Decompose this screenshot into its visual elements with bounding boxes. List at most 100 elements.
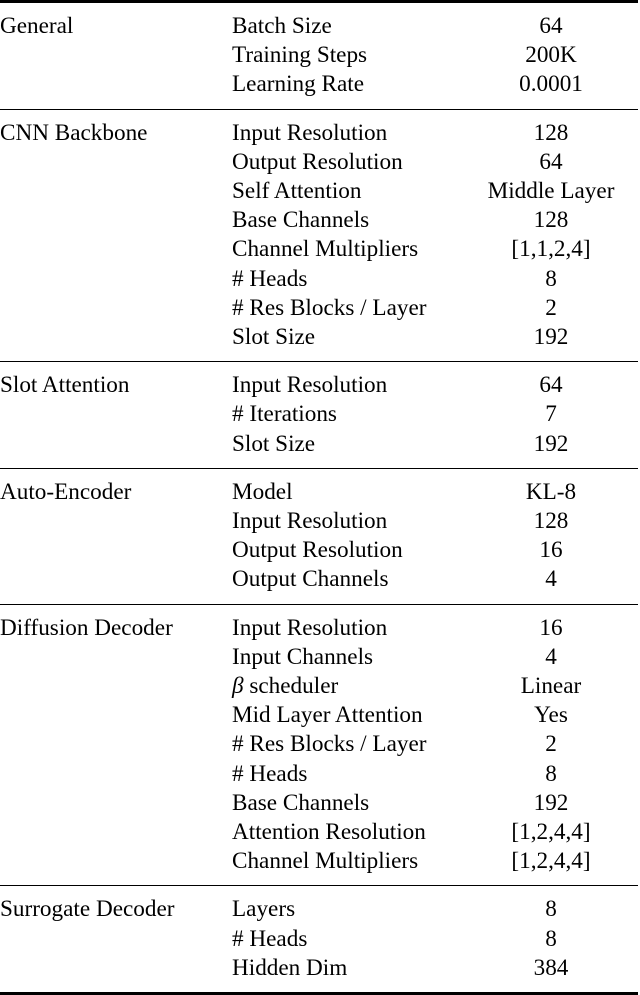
section-label-spacer [0,206,232,235]
section-label-spacer [0,565,232,594]
parameter-label: Output Resolution [232,536,464,565]
parameter-value: 384 [464,954,638,983]
parameter-value: 200K [464,41,638,70]
section-label-general: General [0,12,232,41]
parameter-value: 192 [464,430,638,459]
section-label-auto-encoder: Auto-Encoder [0,478,232,507]
parameter-value: 16 [464,614,638,643]
section-label-diffusion-decoder: Diffusion Decoder [0,614,232,643]
section-label-spacer [0,235,232,264]
parameter-value: Linear [464,672,638,701]
parameter-label: Channel Multipliers [232,847,464,876]
parameter-label: Base Channels [232,206,464,235]
parameter-label: Self Attention [232,177,464,206]
section-label-slot-attention: Slot Attention [0,371,232,400]
parameter-value: 4 [464,565,638,594]
section-label-spacer [0,148,232,177]
parameter-value: 64 [464,148,638,177]
parameter-value: 192 [464,789,638,818]
section-label-spacer [0,789,232,818]
parameter-value: [1,2,4,4] [464,847,638,876]
rule-spacer [0,595,638,605]
parameter-label: Model [232,478,464,507]
parameter-label: # Res Blocks / Layer [232,730,464,759]
parameter-value: 4 [464,643,638,672]
parameter-value: 64 [464,371,638,400]
beta-symbol: β [232,673,244,699]
parameter-label: # Res Blocks / Layer [232,294,464,323]
rule-spacer [0,605,638,614]
rule-spacer [0,459,638,469]
rule-spacer [0,362,638,371]
parameter-value: 7 [464,400,638,429]
parameter-label: Input Resolution [232,614,464,643]
parameter-value: 8 [464,265,638,294]
parameter-label: # Iterations [232,400,464,429]
rule-spacer [0,100,638,110]
parameter-label: Mid Layer Attention [232,701,464,730]
section-label-surrogate-decoder: Surrogate Decoder [0,895,232,924]
parameter-value: 8 [464,925,638,954]
section-label-spacer [0,760,232,789]
section-label-spacer [0,672,232,701]
parameter-value: [1,1,2,4] [464,235,638,264]
parameter-label: β scheduler [232,672,464,701]
section-label-spacer [0,954,232,983]
rule-spacer [0,110,638,119]
parameter-label: Batch Size [232,12,464,41]
parameter-value: 16 [464,536,638,565]
parameter-value: 2 [464,730,638,759]
section-label-spacer [0,847,232,876]
parameter-value: 0.0001 [464,70,638,99]
parameter-label: Slot Size [232,323,464,352]
parameter-value: 128 [464,119,638,148]
section-label-spacer [0,294,232,323]
section-label-spacer [0,643,232,672]
rule-spacer [0,469,638,478]
parameter-value: KL-8 [464,478,638,507]
parameter-value: 64 [464,12,638,41]
table-row: Channel Multipliers[1,2,4,4] [0,847,638,876]
parameter-value: 128 [464,507,638,536]
parameter-label: # Heads [232,925,464,954]
table-row: Channel Multipliers[1,1,2,4] [0,235,638,264]
parameter-label: Input Resolution [232,371,464,400]
parameter-value: Middle Layer [464,177,638,206]
parameter-label: Channel Multipliers [232,235,464,264]
rule-spacer [0,876,638,886]
parameter-value: 8 [464,760,638,789]
parameter-label: Base Channels [232,789,464,818]
parameter-value: 192 [464,323,638,352]
parameter-value: Yes [464,701,638,730]
parameter-label: Output Resolution [232,148,464,177]
parameter-label: Output Channels [232,565,464,594]
section-label-spacer [0,818,232,847]
rule-spacer [0,3,638,12]
parameter-label: Training Steps [232,41,464,70]
parameter-value: 8 [464,895,638,924]
parameter-label: Layers [232,895,464,924]
section-label-spacer [0,925,232,954]
parameter-value: [1,2,4,4] [464,818,638,847]
